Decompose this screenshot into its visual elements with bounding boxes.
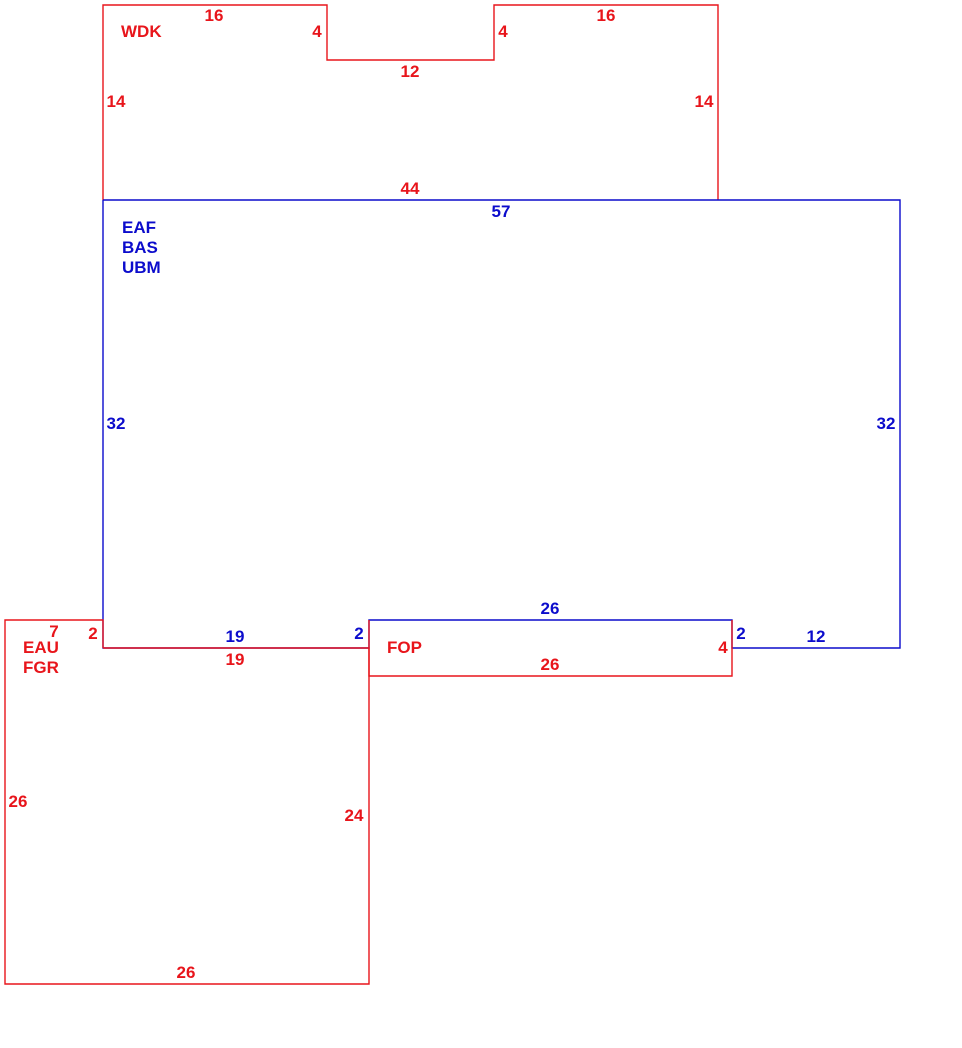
wdk-dim-notch-right: 4: [498, 22, 508, 41]
main-dim-bottom-left: 19: [226, 627, 245, 646]
eau-dim-bottom: 26: [177, 963, 196, 982]
fop-dim-bottom: 26: [541, 655, 560, 674]
main-dim-top: 57: [492, 202, 511, 221]
eau-code-2: FGR: [23, 658, 59, 677]
main-dim-step-left: 2: [354, 624, 363, 643]
eau-dim-top-inner: 19: [226, 650, 245, 669]
main-dim-right: 32: [877, 414, 896, 433]
eau-dim-right: 24: [345, 806, 364, 825]
wdk-name: WDK: [121, 22, 162, 41]
fop-name: FOP: [387, 638, 422, 657]
wdk-dim-notch-bottom: 12: [401, 62, 420, 81]
wdk-dim-left: 14: [107, 92, 126, 111]
eau-dim-top-right: 2: [88, 624, 97, 643]
eau-code-1: EAU: [23, 638, 59, 657]
main-code-2: BAS: [122, 238, 158, 257]
main-dim-step-right: 2: [736, 624, 745, 643]
wdk-dim-top-left: 16: [205, 6, 224, 25]
main-dim-left: 32: [107, 414, 126, 433]
eau-dim-top: 7: [49, 622, 58, 641]
wdk-dim-right: 14: [695, 92, 714, 111]
main-code-1: EAF: [122, 218, 156, 237]
wdk-dim-top-right: 16: [597, 6, 616, 25]
main-dim-step-top: 26: [541, 599, 560, 618]
main-code-3: UBM: [122, 258, 161, 277]
wdk-dim-notch-left: 4: [312, 22, 322, 41]
fop-dim-right: 4: [718, 638, 728, 657]
wdk-outline: [102, 4, 719, 200]
eau-dim-left: 26: [9, 792, 28, 811]
wdk-dim-bottom: 44: [401, 179, 420, 198]
main-outline: [102, 199, 901, 649]
main-dim-bottom-right: 12: [807, 627, 826, 646]
eau-outline: [4, 619, 370, 985]
